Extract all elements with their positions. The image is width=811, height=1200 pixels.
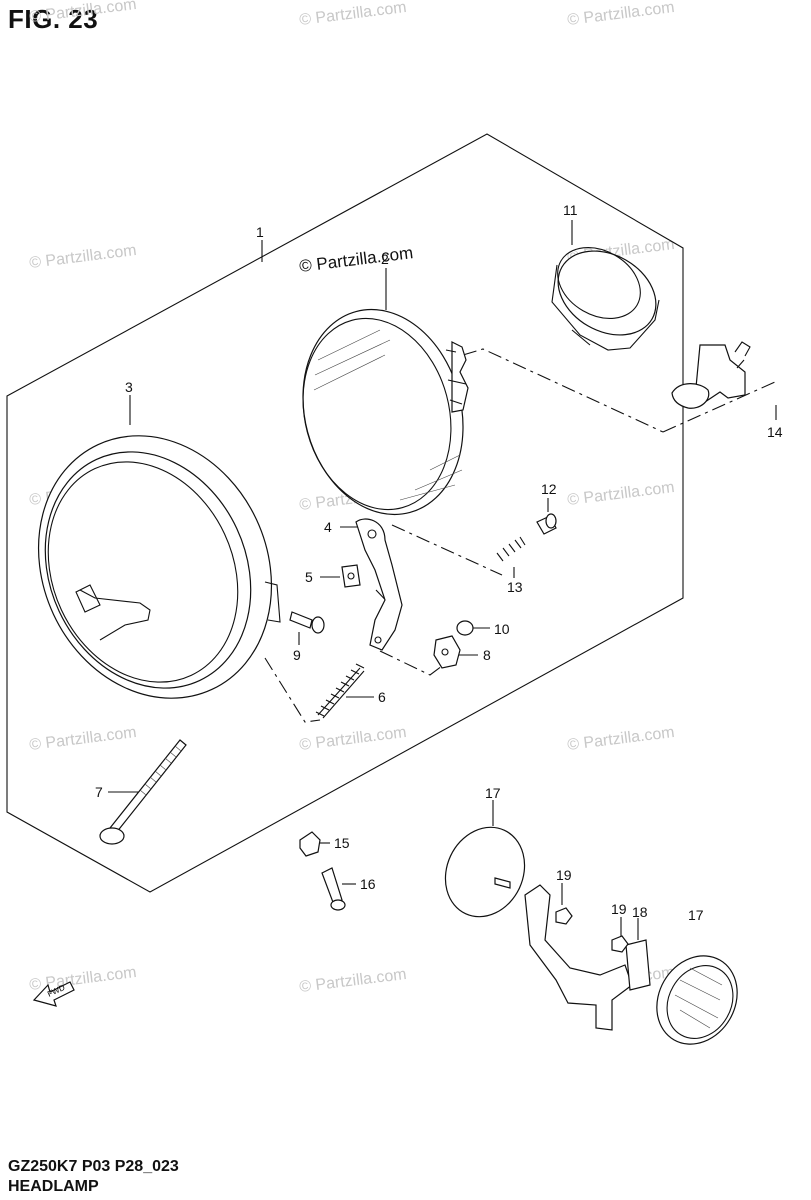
screw [289,611,325,634]
callout-17: 17 [485,785,501,801]
callout-numbers: 1 2 3 4 5 6 7 8 9 10 11 12 13 14 15 16 1… [95,202,783,923]
adjuster-nut [433,635,461,669]
callout-17: 17 [688,907,704,923]
watermark-main: © Partzilla.com [298,243,414,276]
callout-10: 10 [494,621,510,637]
bulb-dust-cover [551,247,660,351]
callout-19: 19 [611,901,627,917]
headlamp-rim [37,435,281,699]
watermark: © Partzilla.com [28,242,137,272]
headlamp-bulb [671,341,751,409]
adjusting-bolt [99,739,187,845]
callout-7: 7 [95,784,103,800]
adjuster-bracket [355,518,403,651]
callout-5: 5 [305,569,313,585]
watermark: © Partzilla.com [28,724,137,754]
reflector-bracket [524,884,651,1031]
nut [555,907,573,925]
callout-3: 3 [125,379,133,395]
adjusting-spring [315,663,365,719]
grommet [299,831,321,857]
callout-16: 16 [360,876,376,892]
callout-8: 8 [483,647,491,663]
collar [456,620,474,636]
watermark: © Partzilla.com [566,724,675,754]
callout-9: 9 [293,647,301,663]
nut [611,935,629,953]
diagram-title: HEADLAMP [8,1178,99,1195]
callout-19: 19 [556,867,572,883]
headlamp-lens-unit [302,308,469,516]
watermark: © Partzilla.com [298,966,407,996]
callout-2: 2 [381,251,389,267]
callout-18: 18 [632,904,648,920]
watermark: © Partzilla.com [28,0,137,26]
callout-1: 1 [256,224,264,240]
callout-6: 6 [378,689,386,705]
mounting-bolt [321,867,346,911]
watermark: © Partzilla.com [566,479,675,509]
watermark: © Partzilla.com [566,0,675,29]
callout-4: 4 [324,519,332,535]
assembly-outline [6,133,684,893]
callout-11: 11 [563,202,578,218]
callout-14: 14 [767,424,783,440]
reflector-right [656,955,738,1045]
small-spring [496,536,526,562]
callout-15: 15 [334,835,350,851]
reflector-left [444,826,526,918]
watermark: © Partzilla.com [298,724,407,754]
clip-nut [341,564,361,588]
model-code: GZ250K7 P03 P28_023 [8,1158,179,1175]
callout-13: 13 [507,579,523,595]
figure-number: FIG. 23 [8,4,99,34]
watermark: © Partzilla.com [298,0,407,29]
callout-12: 12 [541,481,557,497]
small-screw [536,513,557,535]
